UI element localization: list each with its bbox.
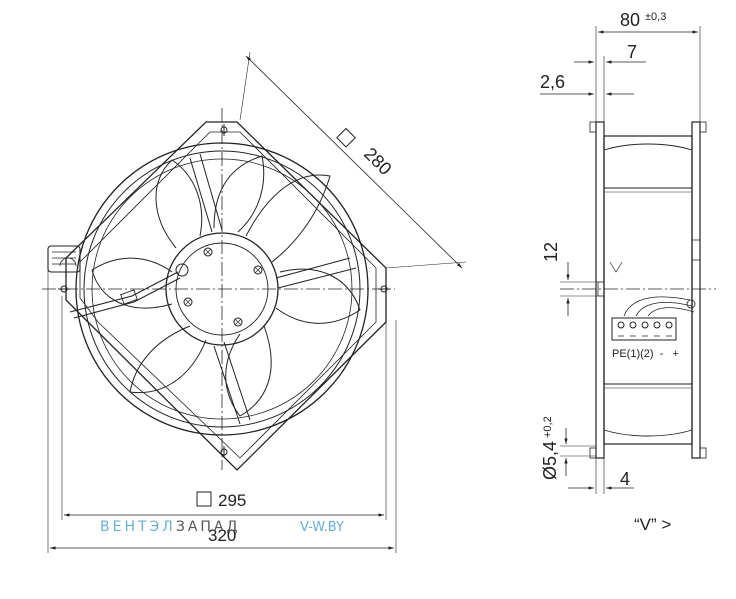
dim-depth-tolerance: ±0,3 (645, 11, 666, 23)
watermark-site-rest: -W.BY (308, 520, 344, 535)
front-view (42, 51, 467, 553)
motor-hub (165, 232, 279, 346)
dim-seven-label: 7 (627, 42, 637, 62)
side-view (540, 26, 716, 494)
watermark-part1: ВЕНТЭЛ (100, 519, 176, 535)
view-label: “V” > (634, 515, 671, 534)
terminal-block (611, 296, 696, 341)
dim-four-label: 4 (620, 469, 630, 489)
cable (69, 271, 181, 319)
front-dimension-labels: 280 295 320 (196, 127, 395, 545)
watermark-part2: ЗАПАД (175, 519, 241, 535)
watermark: ВЕНТЭЛЗАПАД (100, 519, 240, 535)
dim-inner-label: 295 (218, 491, 246, 510)
dim-hole-tolerance: +0,2 (542, 416, 554, 438)
dim-two-six-label: 2,6 (540, 72, 565, 92)
mounting-holes (58, 124, 390, 458)
terminal-box (47, 245, 81, 273)
side-dimension-labels: 80 ±0,3 7 2,6 12 Ø5,4 +0,2 4 PE(1)(2) - … (540, 10, 679, 534)
fan-outer-ring (75, 142, 369, 436)
watermark-site: V-W.BY (300, 520, 344, 535)
dim-twelve-label: 12 (541, 242, 561, 262)
support-struts (189, 153, 357, 425)
dim-hole-label: Ø5,4 (540, 441, 560, 480)
dim-depth-label: 80 (620, 10, 640, 30)
dim-outer-label: 320 (208, 526, 236, 545)
fan-housing-square (65, 121, 387, 471)
terminal-label: PE(1)(2) - + (612, 348, 679, 360)
watermark-site-v: V (300, 520, 309, 535)
